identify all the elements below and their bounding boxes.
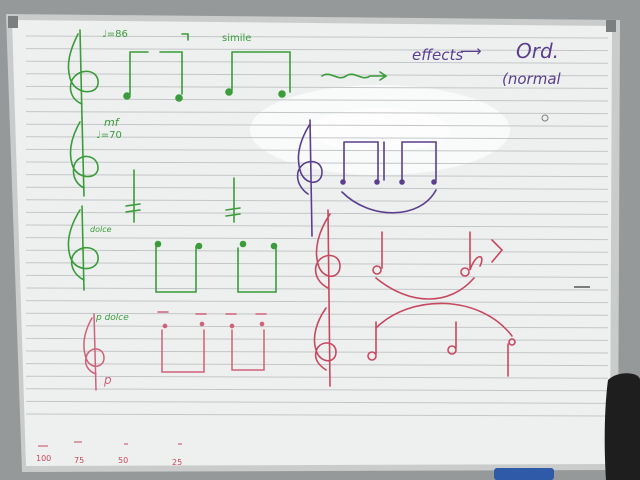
simile-text: simile	[222, 33, 251, 44]
frame-corner-right	[606, 20, 616, 32]
note-17	[508, 338, 516, 346]
note-14	[460, 267, 470, 277]
note-1	[123, 92, 131, 100]
accent-mark	[491, 239, 504, 263]
p-dolce-text: p dolce	[95, 313, 129, 323]
staff-line-3	[25, 60, 609, 64]
staff-line-13	[25, 186, 609, 190]
staff-line-22	[25, 300, 609, 304]
dash-marks	[157, 311, 267, 315]
staff-line-31	[25, 413, 609, 417]
note-10	[374, 179, 380, 185]
blue-eraser	[494, 468, 554, 480]
glare-core	[310, 108, 450, 152]
bracket-group-3	[161, 329, 205, 373]
staff-line-29	[25, 388, 609, 392]
dot-1	[162, 323, 168, 329]
ruler-label-100: 100	[36, 454, 51, 463]
staff-line-8	[25, 123, 609, 127]
note-6	[195, 242, 203, 250]
staff-line-10	[25, 148, 609, 152]
tremolo-2	[225, 177, 241, 223]
treble-clef-7	[83, 313, 105, 391]
staff-line-23	[25, 312, 609, 316]
ruler-label-75: 75	[74, 456, 84, 465]
staff-line-28	[25, 375, 609, 379]
normal-text: (normal	[502, 70, 562, 88]
ruler: 100 75 50 25	[36, 441, 182, 467]
mf-text: mf	[104, 116, 121, 129]
dot-4	[259, 321, 265, 327]
staff-line-17	[25, 237, 609, 241]
green-notation	[67, 29, 388, 293]
staff-line-6	[25, 98, 609, 102]
purple-notation	[296, 119, 437, 237]
note-13	[372, 265, 382, 275]
arrow-text: ⟶	[460, 42, 482, 60]
treble-clef-2	[69, 117, 99, 197]
red-notation	[313, 209, 516, 387]
treble-clef-4	[296, 119, 323, 237]
note-15	[367, 351, 377, 361]
handwriting: ♩=86 simile effects ⟶ Ord. (normal mf ♩=…	[90, 29, 562, 387]
note-12	[431, 179, 437, 185]
staff-line-14	[25, 199, 609, 203]
treble-clef-1	[67, 29, 99, 119]
staff-line-15	[25, 211, 609, 215]
ord-text: Ord.	[516, 39, 559, 63]
treble-clef-6	[313, 307, 337, 371]
beam-group-3	[343, 141, 437, 181]
staff-line-30	[25, 400, 609, 404]
bracket-group-1	[155, 245, 197, 293]
staff-line-7	[25, 111, 609, 115]
treble-clef-5	[314, 209, 341, 387]
note-7	[239, 240, 247, 248]
treble-clef-3	[67, 205, 99, 291]
staff-line-9	[25, 136, 609, 140]
tempo-86-text: ♩=86	[102, 29, 128, 40]
staff-line-25	[25, 337, 609, 341]
frame-corner-left	[8, 16, 18, 28]
beam-group-1	[129, 33, 189, 95]
board-mark	[541, 114, 549, 122]
slur-3	[375, 302, 513, 337]
staff-line-2	[25, 48, 609, 52]
staff-line-16	[25, 224, 609, 228]
bracket-group-4	[231, 329, 265, 371]
pink-notation	[83, 311, 267, 391]
tremolo-1	[125, 169, 141, 223]
p-text: p	[103, 373, 112, 387]
note-11	[399, 179, 405, 185]
staff-line-27	[25, 363, 609, 367]
bracket-group-2	[237, 247, 277, 293]
staff-line-21	[25, 287, 609, 291]
note-3	[225, 88, 233, 96]
note-8	[270, 242, 278, 250]
slur-1	[341, 189, 437, 214]
note-stem-2	[469, 231, 483, 271]
ruler-label-25: 25	[172, 458, 182, 467]
staff-line-4	[25, 73, 609, 77]
effects-text: effects	[412, 46, 463, 64]
beam-group-2	[231, 51, 291, 93]
note-16	[447, 345, 457, 355]
staff-line-5	[25, 85, 609, 89]
note-2	[175, 94, 183, 102]
wavy-arrow	[321, 71, 388, 81]
note-4	[278, 90, 286, 98]
dot-3	[229, 323, 235, 329]
note-5	[154, 240, 162, 248]
note-9	[340, 179, 346, 185]
dot-2	[199, 321, 205, 327]
staff-line-1	[25, 35, 609, 39]
dolce-text: dolce	[90, 225, 112, 234]
ruler-label-50: 50	[118, 456, 128, 465]
slur-2	[375, 277, 475, 300]
dark-object	[604, 373, 640, 480]
tempo-70-text: ♩=70	[96, 130, 122, 141]
staff-line-12	[25, 174, 609, 178]
